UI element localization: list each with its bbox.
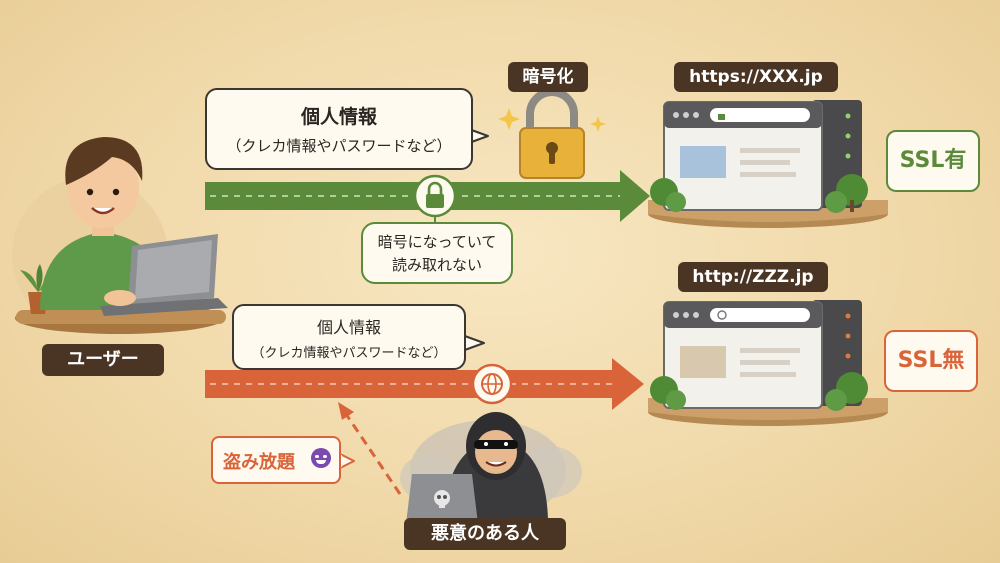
attacker-illustration xyxy=(400,412,582,524)
top-bubble-sub: （クレカ情報やパスワードなど） xyxy=(207,135,471,156)
globe-badge-icon xyxy=(473,365,511,403)
secure-url-tag: https://XXX.jp xyxy=(674,62,838,92)
steal-arrow xyxy=(338,402,400,494)
top-bubble-main: 個人情報 xyxy=(207,102,471,129)
bottom-bubble-sub: （クレカ情報やパスワードなど） xyxy=(234,342,464,361)
bottom-bubble-main: 個人情報 xyxy=(234,314,464,338)
steal-bubble: 盗み放題 xyxy=(211,436,341,484)
user-label: ユーザー xyxy=(42,344,164,376)
top-info-bubble: 個人情報 （クレカ情報やパスワードなど） xyxy=(205,88,473,170)
lock-badge-icon xyxy=(415,176,455,216)
ssl-off-badge: SSL無 xyxy=(884,330,978,392)
devil-emoji-icon xyxy=(311,448,331,468)
user-illustration xyxy=(12,137,228,334)
note-line-2: 読み取れない xyxy=(363,254,511,275)
padlock-icon xyxy=(498,92,606,178)
encrypted-note-bubble: 暗号になっていて 読み取れない xyxy=(361,222,513,284)
insecure-url-tag: http://ZZZ.jp xyxy=(678,262,828,292)
ssl-on-badge: SSL有 xyxy=(886,130,980,192)
encrypt-tag: 暗号化 xyxy=(508,62,588,92)
steal-label: 盗み放題 xyxy=(223,448,295,474)
bottom-info-bubble: 個人情報 （クレカ情報やパスワードなど） xyxy=(232,304,466,370)
attacker-label: 悪意のある人 xyxy=(404,518,566,550)
note-line-1: 暗号になっていて xyxy=(363,231,511,252)
secure-server-illustration xyxy=(648,100,888,228)
insecure-server-illustration xyxy=(648,300,888,426)
